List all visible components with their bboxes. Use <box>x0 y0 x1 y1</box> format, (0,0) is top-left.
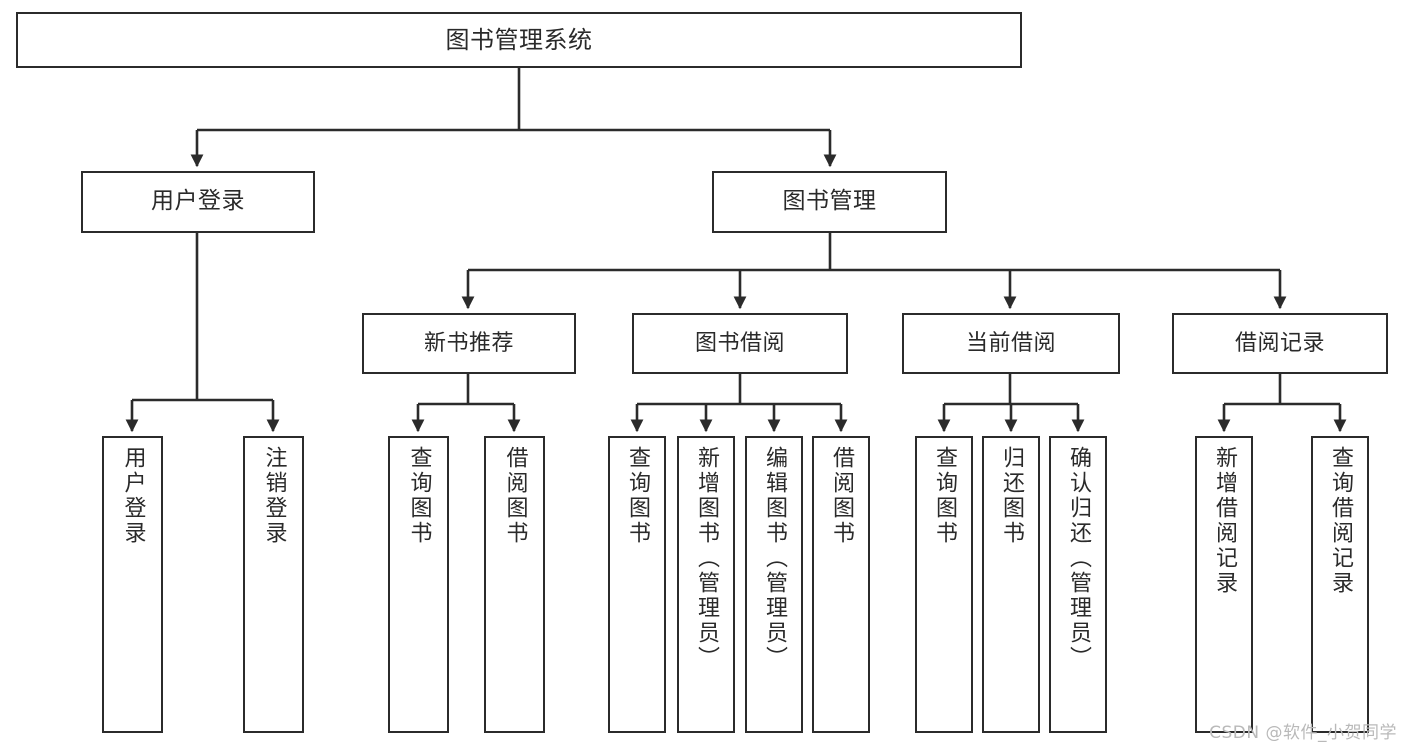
node-user-login-label: 用户登录 <box>151 188 245 215</box>
node-leaf-edit-book[interactable]: 编辑图书（管理员） <box>745 436 803 733</box>
node-leaf-return-book-label: 归还图书 <box>999 446 1024 546</box>
node-leaf-borrow-book-2[interactable]: 借阅图书 <box>812 436 870 733</box>
node-leaf-borrow-book-1[interactable]: 借阅图书 <box>484 436 545 733</box>
node-leaf-edit-book-label: 编辑图书（管理员） <box>762 446 787 671</box>
node-leaf-user-login-label: 用户登录 <box>120 446 146 546</box>
node-leaf-borrow-book-2-label: 借阅图书 <box>829 446 854 546</box>
node-book-manage-label: 图书管理 <box>782 188 877 215</box>
node-leaf-borrow-book-1-label: 借阅图书 <box>502 446 528 546</box>
node-user-login[interactable]: 用户登录 <box>81 171 315 233</box>
node-leaf-query-book-1[interactable]: 查询图书 <box>388 436 449 733</box>
node-book-borrow-label: 图书借阅 <box>694 330 785 356</box>
node-leaf-user-logout-label: 注销登录 <box>261 446 287 546</box>
node-leaf-query-record[interactable]: 查询借阅记录 <box>1311 436 1369 733</box>
node-borrow-record[interactable]: 借阅记录 <box>1172 313 1388 374</box>
node-book-manage[interactable]: 图书管理 <box>712 171 947 233</box>
node-leaf-confirm-return[interactable]: 确认归还（管理员） <box>1049 436 1107 733</box>
node-new-book-recommend[interactable]: 新书推荐 <box>362 313 576 374</box>
node-root[interactable]: 图书管理系统 <box>16 12 1022 68</box>
node-new-book-recommend-label: 新书推荐 <box>423 330 514 356</box>
node-current-borrow-label: 当前借阅 <box>965 330 1056 356</box>
node-leaf-return-book[interactable]: 归还图书 <box>982 436 1040 733</box>
csdn-watermark: CSDN @软件_小贺同学 <box>1209 723 1397 743</box>
node-leaf-query-record-label: 查询借阅记录 <box>1328 446 1353 596</box>
node-leaf-query-book-2[interactable]: 查询图书 <box>608 436 666 733</box>
node-leaf-query-book-3-label: 查询图书 <box>932 446 957 546</box>
node-book-borrow[interactable]: 图书借阅 <box>632 313 848 374</box>
node-leaf-add-book[interactable]: 新增图书（管理员） <box>677 436 735 733</box>
node-borrow-record-label: 借阅记录 <box>1234 330 1325 356</box>
node-leaf-user-login[interactable]: 用户登录 <box>102 436 163 733</box>
node-leaf-user-logout[interactable]: 注销登录 <box>243 436 304 733</box>
node-current-borrow[interactable]: 当前借阅 <box>902 313 1120 374</box>
node-leaf-query-book-3[interactable]: 查询图书 <box>915 436 973 733</box>
node-leaf-confirm-return-label: 确认归还（管理员） <box>1066 446 1091 671</box>
node-leaf-query-book-2-label: 查询图书 <box>625 446 650 546</box>
node-root-label: 图书管理系统 <box>445 25 593 54</box>
node-leaf-add-record[interactable]: 新增借阅记录 <box>1195 436 1253 733</box>
node-leaf-add-record-label: 新增借阅记录 <box>1212 446 1237 596</box>
node-leaf-query-book-1-label: 查询图书 <box>406 446 432 546</box>
node-leaf-add-book-label: 新增图书（管理员） <box>694 446 719 671</box>
